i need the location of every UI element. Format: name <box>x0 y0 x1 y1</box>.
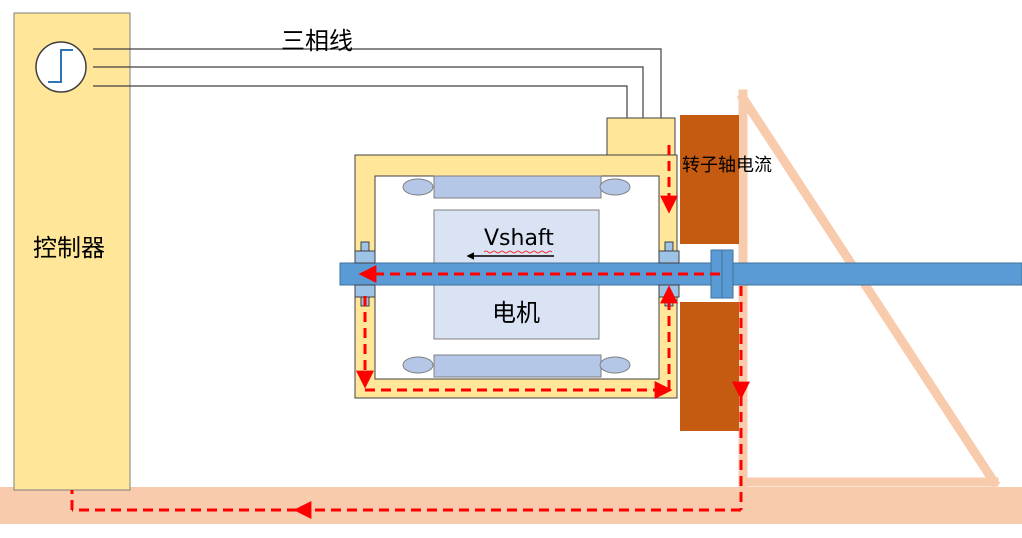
bearing-right-top-cap <box>664 241 674 252</box>
winding-end-top-right <box>599 178 631 196</box>
current-path <box>70 145 750 519</box>
rotor-shaft-current-label: 转子轴电流 <box>682 155 772 176</box>
stator-bottom <box>433 354 602 378</box>
ground-strip <box>0 487 1022 524</box>
vshaft-spell-underline <box>483 250 553 254</box>
winding-end-bottom-left <box>402 356 434 374</box>
winding-end-bottom-right <box>599 356 631 374</box>
bearing-right-top <box>658 250 680 264</box>
vshaft-label: Vshaft <box>484 226 554 251</box>
step-waveform-icon <box>35 41 87 93</box>
bearing-left-bottom <box>354 284 376 298</box>
stator-top <box>433 175 602 199</box>
winding-end-top-left <box>402 178 434 196</box>
controller-label: 控制器 <box>33 234 105 262</box>
motor-label: 电机 <box>492 299 540 327</box>
bearing-left-top <box>354 250 376 264</box>
bearing-left-top-cap <box>360 241 370 252</box>
controller-box <box>13 12 131 491</box>
stator-windings <box>402 175 631 378</box>
support-frame <box>736 89 1001 492</box>
load-block-upper <box>680 115 739 244</box>
terminal-box <box>606 117 676 156</box>
three-phase-wire-label: 三相线 <box>281 27 353 55</box>
three-phase-wires <box>93 48 662 118</box>
load-block-lower <box>680 302 739 431</box>
